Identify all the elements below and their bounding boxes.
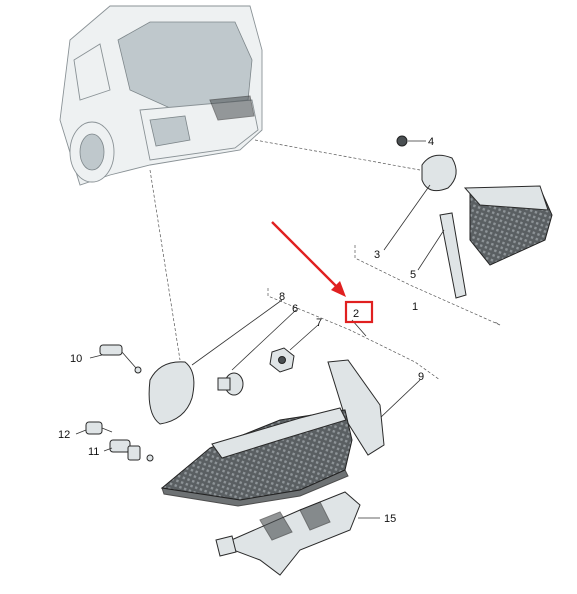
main-tail-lamp: [160, 407, 353, 507]
callout-9: 9: [418, 371, 424, 383]
car-leader-right: [254, 139, 421, 171]
callout-11: 11: [88, 446, 99, 458]
callout-6: 6: [292, 303, 298, 315]
upper-assembly: [396, 135, 553, 299]
callout-2: 2: [353, 308, 359, 320]
clip: [85, 421, 113, 435]
callout-4: 4: [428, 136, 434, 148]
bulb-holder-cover: [148, 361, 195, 425]
callout-15: 15: [384, 513, 396, 525]
callout-2-highlight-box: [344, 300, 374, 324]
callout-1: 1: [412, 301, 418, 313]
callout-10: 10: [70, 353, 82, 365]
highlight-arrow: [271, 221, 346, 297]
mounting-bracket: [215, 491, 361, 576]
callout-12: 12: [58, 429, 70, 441]
hex-nut: [269, 347, 295, 373]
screw: [99, 344, 142, 374]
car-leader-left: [149, 169, 181, 361]
callout-8: 8: [279, 291, 285, 303]
callout-7: 7: [316, 317, 322, 329]
vehicle-illustration: [59, 5, 263, 186]
callout-3: 3: [374, 249, 380, 261]
upper-cover-cap: [421, 154, 457, 192]
callout-5: 5: [410, 269, 416, 281]
upper-nut: [396, 135, 408, 147]
upper-trim-strip: [439, 212, 467, 299]
bulb: [217, 372, 244, 396]
bolt: [109, 439, 154, 462]
